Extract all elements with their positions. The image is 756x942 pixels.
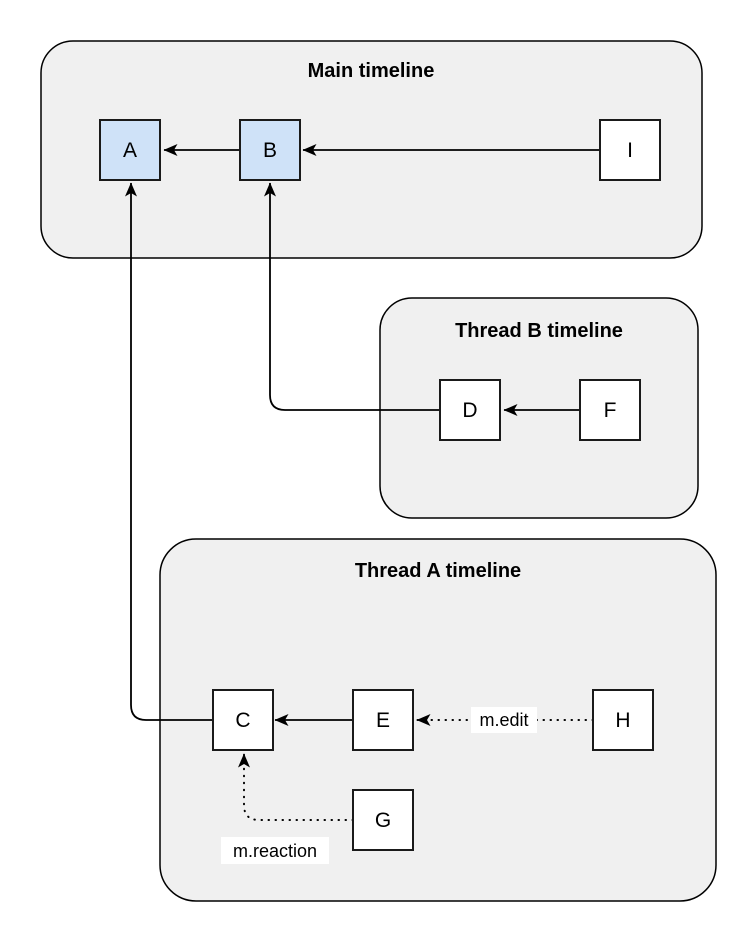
node-b: B (239, 119, 301, 181)
edge-label-m-reaction: m.reaction (221, 837, 329, 864)
main-timeline-title: Main timeline (308, 60, 435, 82)
m-reaction-label-bg (221, 837, 329, 864)
node-c: C (212, 689, 274, 751)
node-c-box (212, 689, 274, 751)
node-i-label: I (627, 139, 633, 162)
node-d-box (439, 379, 501, 441)
node-a-label: A (123, 139, 137, 162)
node-a-box (99, 119, 161, 181)
container-thread-b-timeline: Thread B timeline (379, 297, 699, 519)
node-h-label: H (615, 709, 630, 732)
thread-b-timeline-box (379, 297, 699, 519)
node-b-label: B (263, 139, 277, 162)
edge-d-to-b (264, 182, 440, 411)
m-edit-label: m.edit (479, 710, 528, 730)
m-edit-label-bg (471, 707, 537, 733)
node-d-label: D (462, 399, 477, 422)
node-f-label: F (604, 399, 617, 422)
m-reaction-label: m.reaction (233, 841, 317, 861)
node-g-box (352, 789, 414, 851)
node-g: G (352, 789, 414, 851)
node-i: I (599, 119, 661, 181)
node-h-box (592, 689, 654, 751)
node-e-box (352, 689, 414, 751)
node-a: A (99, 119, 161, 181)
node-e-label: E (376, 709, 390, 732)
node-e: E (352, 689, 414, 751)
node-c-label: C (235, 709, 250, 732)
thread-b-timeline-title: Thread B timeline (455, 320, 623, 342)
edge-layer (125, 144, 600, 821)
node-f: F (579, 379, 641, 441)
node-i-box (599, 119, 661, 181)
edge-g-to-c-dotted (238, 753, 354, 821)
node-g-label: G (375, 809, 391, 832)
node-f-box (579, 379, 641, 441)
node-d: D (439, 379, 501, 441)
thread-a-timeline-title: Thread A timeline (355, 560, 521, 582)
node-h: H (592, 689, 654, 751)
edge-label-m-edit: m.edit (471, 707, 537, 733)
node-b-box (239, 119, 301, 181)
edge-c-to-a (125, 182, 213, 721)
